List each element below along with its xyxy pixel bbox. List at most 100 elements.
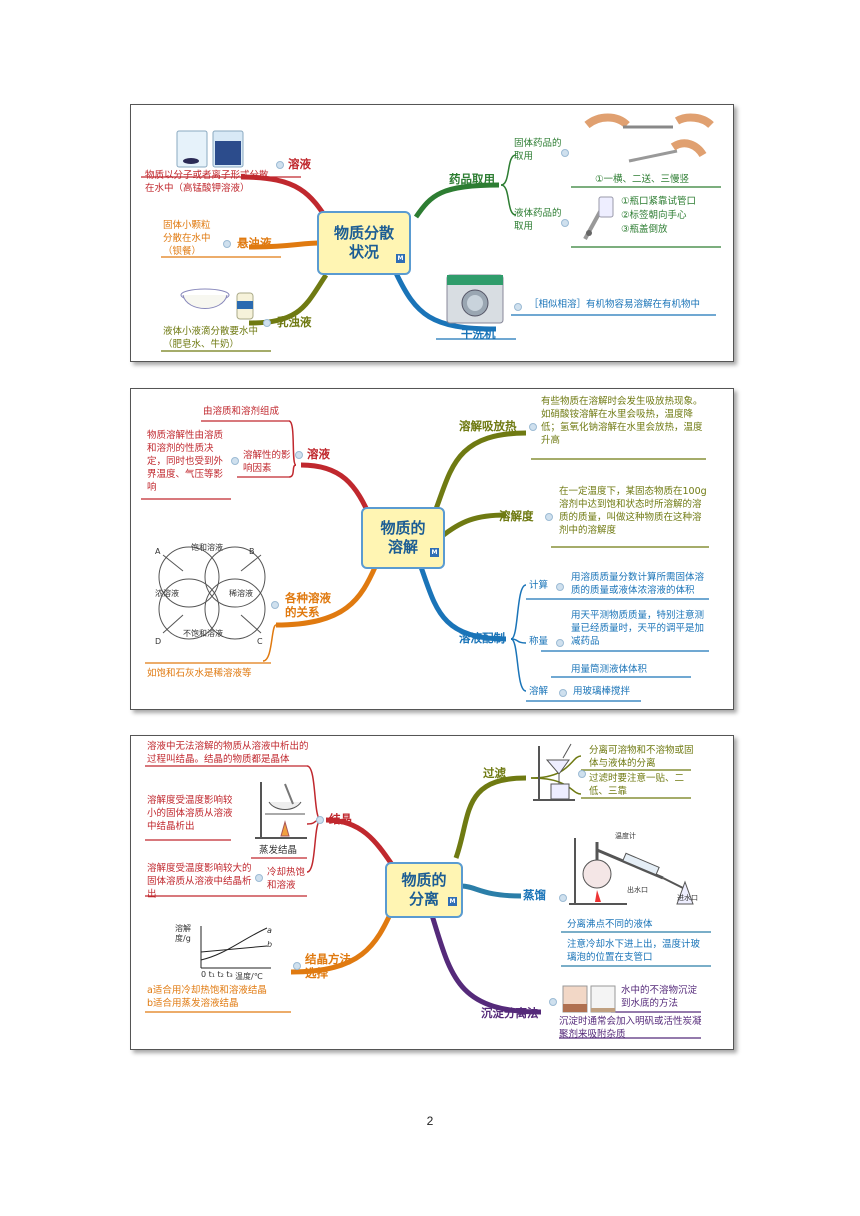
dry-cleaner-label: 干洗机 (461, 327, 496, 341)
venn-corner-c: C (257, 637, 263, 646)
liquid-drug-label: 液体药品的取用 (514, 208, 562, 232)
node-dot (231, 457, 239, 465)
filtration-apparatus-image (533, 743, 575, 801)
suspension-label: 悬浊液 (237, 236, 272, 250)
emulsion-bowl-image (180, 288, 254, 320)
crystal-definition: 溶液中无法溶解的物质从溶液中析出的过程叫结晶。结晶的物质都是晶体 (147, 741, 309, 765)
node-dot (295, 451, 303, 459)
sediment-desc-1: 水中的不溶物沉淀到水底的方法 (621, 985, 698, 1009)
weigh-label: 称量 (529, 636, 549, 647)
emulsion-desc: 液体小液滴分散要水中（肥皂水、牛奶） (163, 326, 259, 350)
venn-corner-a: A (155, 547, 161, 556)
sediment-label: 沉淀分离法 (481, 1006, 539, 1020)
solubility-desc: 在一定温度下，某固态物质在100g溶剂中达到饱和状态时所溶解的溶质的质量，叫做这… (559, 486, 707, 536)
map-marker-icon: M (448, 897, 457, 906)
distill-label: 蒸馏 (523, 888, 546, 902)
map-marker-icon: M (396, 254, 405, 263)
curve-b-label: b (267, 940, 273, 949)
node-dot (549, 998, 557, 1006)
water-in-label: 进水口 (677, 894, 698, 902)
node-dot (556, 639, 564, 647)
node-dot (561, 219, 569, 227)
composition-text: 由溶质和溶剂组成 (203, 406, 280, 417)
curve-a-label: a (267, 926, 272, 935)
node-dot (529, 423, 537, 431)
central-topic: 物质的分离 M (385, 862, 463, 918)
solid-drug-label: 固体药品的取用 (514, 138, 562, 162)
solution-label: 溶液 (288, 157, 311, 171)
distill-desc-2: 注意冷却水下进上出，温度计玻璃泡的位置在支管口 (567, 939, 701, 963)
dissolve-label: 溶解 (529, 686, 549, 697)
solubility-label: 溶解度 (499, 509, 534, 523)
node-dot (556, 583, 564, 591)
central-topic: 物质的溶解 M (361, 507, 445, 569)
node-dot (293, 962, 301, 970)
node-dot (545, 513, 553, 521)
solution-label: 溶液 (307, 447, 330, 461)
water-out-label: 出水口 (627, 886, 648, 894)
method-note-b: b适合用蒸发溶液结晶 (147, 998, 239, 1009)
thermometer-label: 温度计 (615, 832, 636, 840)
filter-desc-1: 分离可溶物和不溶物或固体与液体的分离 (589, 745, 694, 769)
node-dot (255, 874, 263, 882)
graph-ylabel: 溶解度/g (175, 924, 191, 943)
solid-drug-note: ①一横、二送、三慢竖 (595, 174, 690, 185)
node-dot (271, 601, 279, 609)
node-dot (316, 816, 324, 824)
venn-saturated: 饱和溶液 (191, 543, 223, 552)
drug-taking-label: 药品取用 (449, 172, 495, 186)
node-dot (578, 770, 586, 778)
liquid-note-3: ③瓶盖倒放 (621, 224, 668, 235)
suspension-desc: 固体小颗粒分散在水中（钡餐） (163, 220, 211, 257)
filter-label: 过滤 (483, 766, 506, 780)
central-topic: 物质分散状况 M (317, 211, 411, 275)
venn-corner-b: B (249, 547, 255, 556)
method-note-a: a适合用冷却热饱和溶液结晶 (147, 985, 267, 996)
node-dot (559, 894, 567, 902)
distill-desc-1: 分离沸点不同的液体 (567, 919, 653, 930)
dry-cleaner-image (446, 274, 504, 324)
factor-label: 溶解性的影响因素 (243, 450, 291, 474)
liquid-drug-pouring-image (583, 196, 614, 240)
calc-label: 计算 (529, 580, 549, 591)
node-dot (559, 689, 567, 697)
cooling-desc: 溶解度受温度影响较大的固体溶质从溶液中结晶析出 (147, 863, 252, 900)
dissolve-desc: 用玻璃棒搅拌 (573, 686, 631, 697)
weigh-desc-2: 用量筒测液体体积 (571, 664, 648, 675)
similar-dissolve-note: ［相似相溶］有机物容易溶解在有机物中 (529, 299, 701, 310)
relations-example: 如饱和石灰水是稀溶液等 (147, 668, 252, 679)
calc-desc: 用溶质质量分数计算所需固体溶质的质量或液体浓溶液的体积 (571, 572, 705, 596)
graph-xlabel: 温度/℃ (235, 972, 263, 981)
evaporation-caption: 蒸发结晶 (259, 845, 298, 856)
mindmap-dissolution: 由溶质和溶剂组成 物质溶解性由溶质和溶剂的性质决定，同时也受到外界温度、气压等影… (130, 388, 734, 710)
evaporation-apparatus-image (255, 782, 307, 839)
venn-dilute: 稀溶液 (229, 589, 253, 598)
venn-unsaturated: 不饱和溶液 (183, 629, 223, 638)
sediment-beakers-image (562, 985, 616, 1013)
prep-label: 溶液配制 (459, 631, 505, 645)
heat-label: 溶解吸放热 (459, 419, 517, 433)
cooling-label: 冷却热饱和溶液 (267, 867, 306, 891)
venn-concentrated: 浓溶液 (155, 589, 179, 598)
filter-desc-2: 过滤时要注意一贴、二低、三靠 (589, 773, 685, 797)
solution-desc: 物质以分子或者离子形式分散在水中（高锰酸钾溶液） (145, 170, 269, 194)
page-number: 2 (426, 1114, 434, 1128)
heat-desc: 有些物质在溶解时会发生吸放热现象。如硝酸铵溶解在水里会吸热，温度降低；氢氧化钠溶… (541, 396, 703, 446)
mindmap-separation: 溶液中无法溶解的物质从溶液中析出的过程叫结晶。结晶的物质都是晶体 溶解度受温度影… (130, 735, 734, 1050)
node-dot (276, 161, 284, 169)
crystal-label: 结晶 (329, 812, 352, 826)
emulsion-label: 乳浊液 (277, 315, 312, 329)
solid-drug-hands-image (584, 113, 714, 163)
method-label: 结晶方法选择 (305, 952, 351, 980)
evaporation-desc: 溶解度受温度影响较小的固体溶质从溶液中结晶析出 (147, 795, 233, 832)
sediment-desc-2: 沉淀时通常会加入明矾或活性炭凝聚剂来吸附杂质 (559, 1016, 702, 1040)
node-dot (223, 240, 231, 248)
relations-label: 各种溶液的关系 (285, 591, 331, 619)
liquid-note-2: ②标签朝向手心 (621, 210, 687, 221)
node-dot (561, 149, 569, 157)
map-marker-icon: M (430, 548, 439, 557)
venn-corner-d: D (155, 637, 162, 646)
liquid-note-1: ①瓶口紧靠试管口 (621, 196, 697, 207)
mindmap-dispersion: 溶液 物质以分子或者离子形式分散在水中（高锰酸钾溶液） 固体小颗粒分散在水中（钡… (130, 104, 734, 362)
factor-desc: 物质溶解性由溶质和溶剂的性质决定，同时也受到外界温度、气压等影响 (147, 430, 224, 493)
